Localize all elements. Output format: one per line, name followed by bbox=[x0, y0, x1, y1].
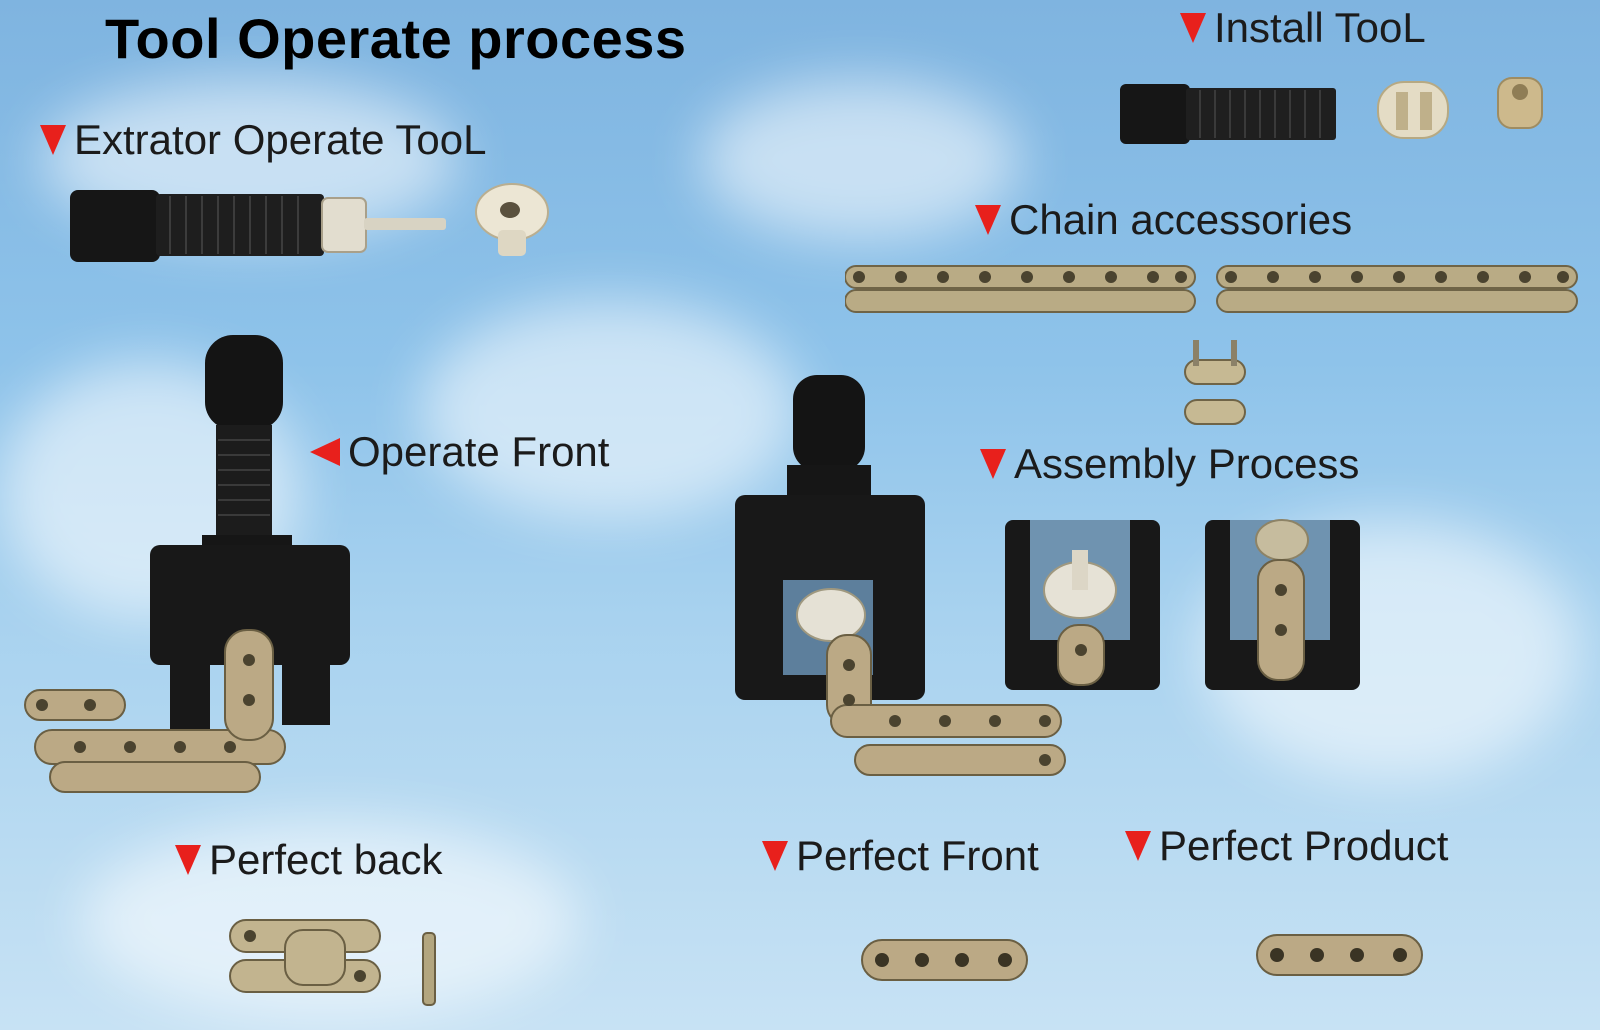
operate-front-illustration bbox=[24, 335, 350, 793]
triangle-down-icon bbox=[1180, 13, 1206, 43]
extractor-tool-label[interactable]: Extrator Operate TooL bbox=[40, 116, 486, 164]
cloud bbox=[420, 300, 800, 520]
triangle-left-icon bbox=[310, 438, 340, 466]
perfect-back-illustration bbox=[229, 919, 436, 1006]
install-tool-illustration bbox=[1120, 77, 1543, 144]
perfect-front-label[interactable]: Perfect Front bbox=[762, 832, 1039, 880]
press-tool-illustration bbox=[735, 375, 1066, 776]
page-title: Tool Operate process bbox=[105, 7, 687, 70]
perfect-front-text: Perfect Front bbox=[796, 832, 1039, 879]
triangle-down-icon bbox=[175, 845, 201, 875]
chain-accessories-label[interactable]: Chain accessories bbox=[975, 196, 1352, 244]
operate-front-text: Operate Front bbox=[348, 428, 610, 475]
chain-accessories-illustration bbox=[845, 265, 1578, 425]
perfect-back-label[interactable]: Perfect back bbox=[175, 836, 442, 884]
triangle-down-icon bbox=[1125, 831, 1151, 861]
assembly-process-illustration bbox=[1005, 519, 1360, 690]
assembly-process-text: Assembly Process bbox=[1014, 440, 1360, 487]
install-tool-text: Install TooL bbox=[1214, 4, 1426, 51]
perfect-back-text: Perfect back bbox=[209, 836, 443, 883]
extractor-tool-illustration bbox=[70, 183, 549, 262]
operate-front-label[interactable]: Operate Front bbox=[310, 428, 609, 476]
assembly-process-label[interactable]: Assembly Process bbox=[980, 440, 1359, 488]
perfect-front-illustration bbox=[861, 939, 1028, 981]
chain-accessories-text: Chain accessories bbox=[1009, 196, 1353, 243]
triangle-down-icon bbox=[762, 841, 788, 871]
perfect-product-text: Perfect Product bbox=[1159, 822, 1449, 869]
perfect-product-label[interactable]: Perfect Product bbox=[1125, 822, 1448, 870]
perfect-product-illustration bbox=[1256, 934, 1423, 976]
triangle-down-icon bbox=[980, 449, 1006, 479]
triangle-down-icon bbox=[975, 205, 1001, 235]
install-tool-label[interactable]: Install TooL bbox=[1180, 4, 1426, 52]
cloud bbox=[700, 80, 1020, 240]
triangle-down-icon bbox=[40, 125, 66, 155]
extractor-tool-text: Extrator Operate TooL bbox=[74, 116, 487, 163]
